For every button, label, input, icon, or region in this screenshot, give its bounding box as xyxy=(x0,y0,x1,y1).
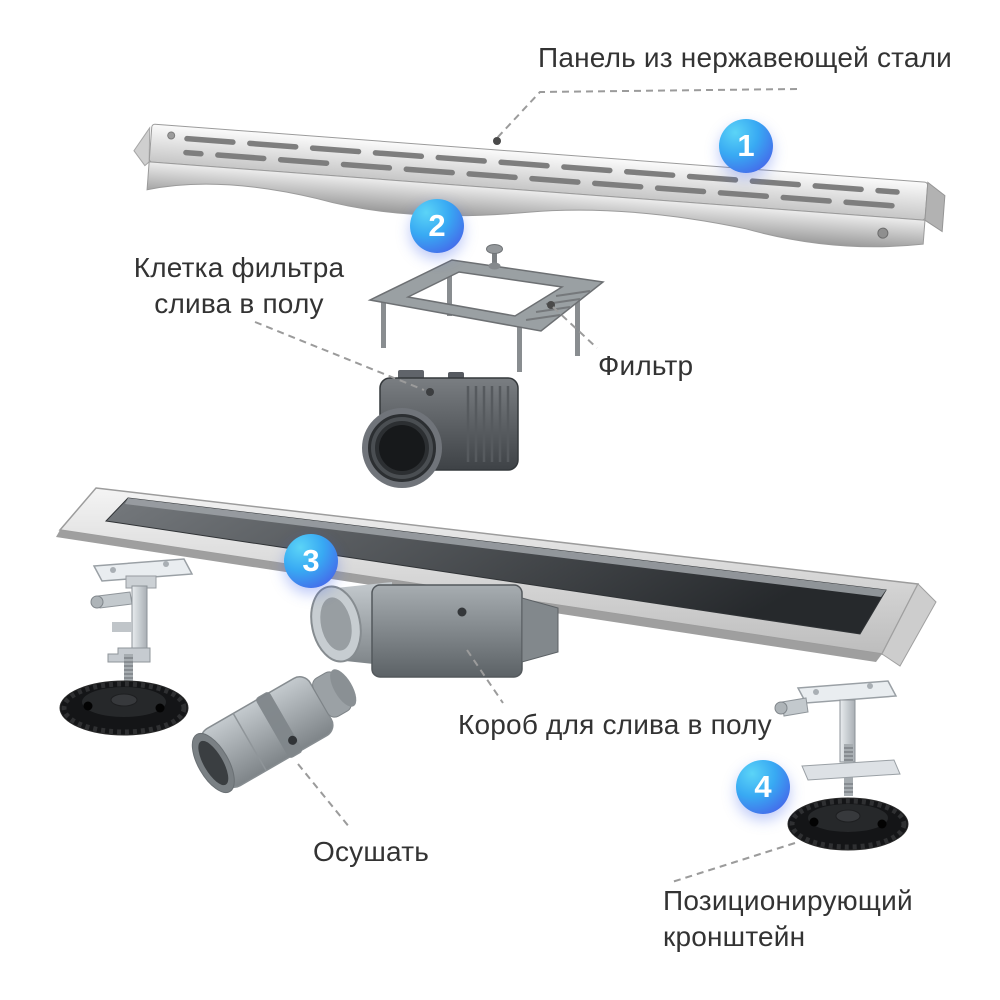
leader-line-box xyxy=(466,649,504,704)
badge-3: 3 xyxy=(284,534,338,588)
label-bracket: Позиционирующий кронштейн xyxy=(663,883,913,955)
leader-line-bracket xyxy=(671,842,796,883)
drain-trap-illustration xyxy=(362,370,519,488)
panel-leader-dot xyxy=(493,137,501,145)
coupling-leader-dot xyxy=(288,735,298,745)
badge-1: 1 xyxy=(719,119,773,173)
label-panel: Панель из нержавеющей стали xyxy=(538,42,952,73)
label-drain-box: Короб для слива в полу xyxy=(458,709,772,740)
leader-line-cage xyxy=(254,321,425,391)
right-bracket-threads xyxy=(844,747,853,793)
filter-cage-illustration xyxy=(367,244,605,372)
panel-illustration xyxy=(133,123,946,248)
filter-cage-screw xyxy=(486,244,503,270)
coupling-illustration xyxy=(191,669,357,794)
label-bracket-line2: кронштейн xyxy=(663,921,806,952)
label-filter-cage-line2: слива в полу xyxy=(154,288,324,319)
panel-screw-right xyxy=(877,227,889,239)
cage-leader-dot xyxy=(426,388,434,396)
label-filter-cage-line1: Клетка фильтра xyxy=(133,252,345,283)
right-bracket-illustration xyxy=(774,680,909,851)
left-bracket-illustration xyxy=(59,558,194,736)
leader-line-drain xyxy=(297,763,351,829)
drain-box-pipe xyxy=(310,585,362,663)
leader-lines xyxy=(254,88,798,883)
label-filter: Фильтр xyxy=(598,350,694,381)
drain-box-bolt xyxy=(457,607,467,617)
label-drain: Осушать xyxy=(313,836,430,867)
badge-2: 2 xyxy=(410,199,464,253)
label-bracket-line1: Позиционирующий xyxy=(663,885,913,916)
drain-trap-ribs xyxy=(466,386,510,462)
drain-box-illustration xyxy=(310,582,559,678)
leader-line-filter xyxy=(552,306,598,349)
badge-4: 4 xyxy=(736,760,790,814)
leader-line-panel xyxy=(496,88,798,139)
panel-screw-left xyxy=(167,131,176,140)
label-filter-cage: Клетка фильтра слива в полу xyxy=(119,250,359,322)
